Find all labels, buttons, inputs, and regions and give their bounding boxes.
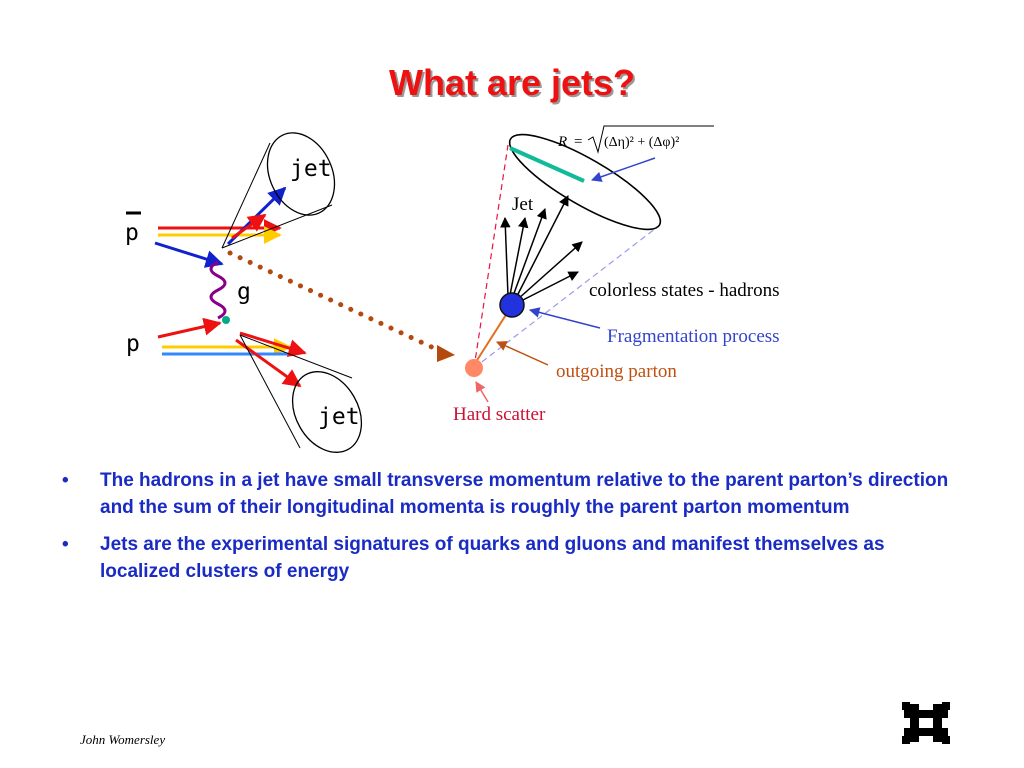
svg-text:(Δη)² + (Δφ)²: (Δη)² + (Δφ)²	[604, 135, 679, 150]
label-colorless-states: colorless states - hadrons	[589, 280, 779, 301]
bullet-marker: •	[62, 470, 69, 491]
bullet-marker: •	[62, 534, 69, 555]
dotted-connector	[227, 250, 455, 362]
label-gluon: g	[237, 279, 251, 305]
svg-text:R: R	[557, 134, 567, 150]
bullet-text: Jets are the experimental signatures of …	[100, 534, 885, 582]
label-hard-scatter: Hard scatter	[453, 404, 546, 425]
label-jet-top: jet	[290, 156, 332, 182]
jet-diagram: p g p jet jet R = (Δη)² + (Δφ)² Jet colo…	[125, 125, 780, 453]
outgoing-parton-line	[473, 309, 510, 366]
label-p: p	[126, 331, 140, 357]
label-outgoing-parton: outgoing parton	[556, 361, 677, 382]
fragmentation-node	[499, 292, 525, 318]
arrow-outgoing	[496, 341, 549, 366]
formula-R: R = (Δη)² + (Δφ)²	[557, 125, 714, 154]
label-jet-bottom: jet	[318, 404, 360, 430]
author-name: John Womersley	[80, 732, 166, 747]
gluon-wavy-line	[209, 260, 227, 320]
arrow-formula	[591, 157, 656, 182]
bullet-item: • Jets are the experimental signatures o…	[60, 531, 960, 585]
bullet-item: • The hadrons in a jet have small transv…	[60, 467, 960, 521]
arrow-hard-scatter	[475, 381, 489, 403]
jet-cone-large	[473, 133, 662, 369]
bullet-list: • The hadrons in a jet have small transv…	[60, 467, 960, 595]
label-fragmentation: Fragmentation process	[607, 326, 780, 347]
parton-lines	[154, 186, 307, 388]
svg-text:=: =	[574, 134, 582, 150]
label-jet-cone: Jet	[512, 194, 534, 215]
gluon-vertex	[222, 316, 230, 324]
hard-scatter-point	[465, 359, 483, 377]
bullet-text: The hadrons in a jet have small transver…	[100, 470, 949, 518]
fermilab-logo-icon	[902, 702, 950, 744]
label-pbar: p	[125, 220, 139, 246]
jet-cone-top	[221, 132, 336, 249]
jet-cone-bottom	[239, 334, 363, 453]
hadron-arrows	[500, 195, 583, 303]
arrow-fragmentation	[528, 307, 601, 329]
page-title: What are jets?	[388, 62, 636, 103]
